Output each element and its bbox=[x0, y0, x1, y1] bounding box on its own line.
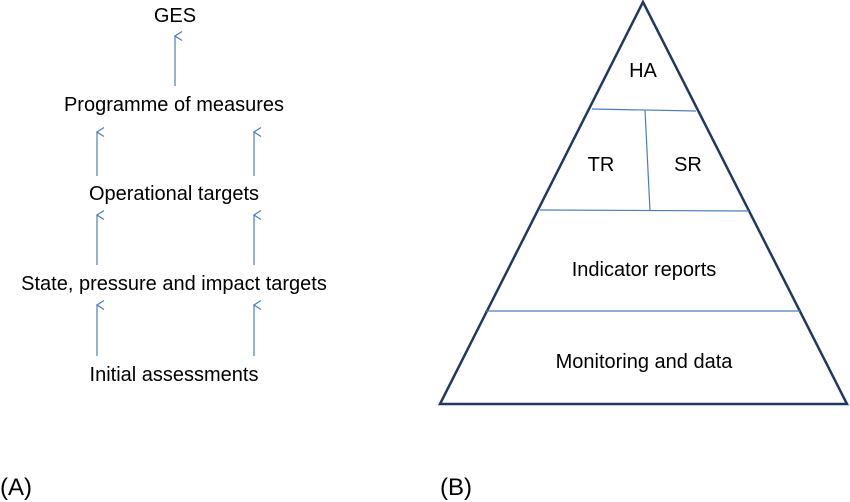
level-tr: TR bbox=[588, 154, 615, 176]
panel-a: GES Programme of measures Operational ta… bbox=[0, 5, 327, 501]
panel-b: HA TR SR Indicator reports Monitoring an… bbox=[437, 0, 850, 501]
pyramid-divider-middle bbox=[539, 209, 750, 212]
node-initial-assessments: Initial assessments bbox=[90, 364, 259, 386]
level-indicator-reports: Indicator reports bbox=[572, 259, 717, 281]
level-monitoring-and-data: Monitoring and data bbox=[556, 351, 734, 373]
level-sr: SR bbox=[674, 154, 702, 176]
pyramid-outline bbox=[437, 0, 850, 406]
pyramid-divider-vertical bbox=[644, 109, 651, 212]
panel-a-label: (A) bbox=[0, 474, 32, 501]
level-ha: HA bbox=[629, 60, 657, 82]
pyramid-divider-top bbox=[591, 108, 697, 112]
node-operational-targets: Operational targets bbox=[89, 183, 259, 205]
node-state-pressure-impact-targets: State, pressure and impact targets bbox=[21, 273, 327, 295]
panel-b-label: (B) bbox=[440, 474, 472, 501]
node-programme-of-measures: Programme of measures bbox=[64, 94, 284, 116]
node-ges: GES bbox=[154, 5, 196, 27]
